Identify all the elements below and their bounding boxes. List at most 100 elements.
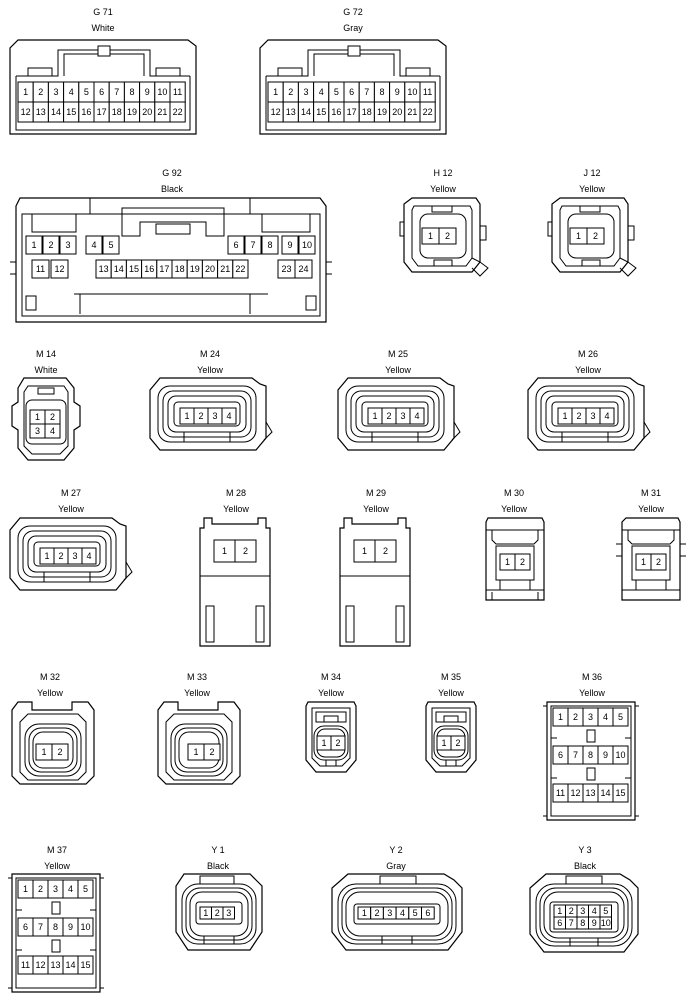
pin-number-g71-11: 11 [173,87,182,97]
pin-cell-g92-3 [59,235,77,255]
pin-number-g72-21: 21 [407,107,417,117]
pin-number-m34-2: 2 [335,738,340,748]
pin-cell-m36-15 [612,783,629,803]
connector-code-y2: Y 2 [389,845,403,855]
pin-number-g72-19: 19 [377,107,387,117]
pin-cell-g92-10 [298,235,316,255]
pin-number-m26-2: 2 [576,411,581,421]
pin-number-h12-1: 1 [428,231,433,241]
connector-code-m26: M 26 [577,349,599,359]
connector-code-y1: Y 1 [211,845,225,855]
connector-color-h12: Yellow [430,184,456,194]
pin-number-m36-15: 15 [615,788,625,798]
pin-cell-g92-22 [232,259,249,279]
pin-cell-g92-1 [25,235,43,255]
pin-number-g71-17: 17 [97,107,107,117]
pin-number-g71-10: 10 [157,87,167,97]
connector-color-m26: Yellow [575,365,601,375]
pin-number-m27-2: 2 [58,551,63,561]
connector-code-h12: H 12 [433,168,453,178]
pin-number-m27-3: 3 [72,551,77,561]
pin-number-j12-2: 2 [593,231,598,241]
connector-color-y2: Gray [386,861,406,871]
pin-number-g72-17: 17 [347,107,357,117]
pin-number-m36-1: 1 [558,712,563,722]
connector-code-m33: M 33 [186,672,208,682]
pin-number-m36-5: 5 [618,712,623,722]
pin-number-g71-16: 16 [81,107,91,117]
pin-number-m29-1: 1 [362,546,367,556]
pin-cell-j12-2 [586,227,605,245]
connector-color-m33: Yellow [184,688,210,698]
connector-code-m34: M 34 [320,672,342,682]
pin-number-g92-8: 8 [267,240,272,250]
pin-number-m34-1: 1 [321,738,326,748]
pin-number-g92-21: 21 [220,264,230,274]
pin-number-m28-2: 2 [243,546,248,556]
pin-cell-m37-5 [77,879,94,899]
connector-code-m32: M 32 [39,672,61,682]
pin-cell-m24-4 [221,407,237,425]
pin-cell-m14-4 [44,423,61,439]
pin-number-g72-8: 8 [379,87,384,97]
pin-number-y1-2: 2 [215,908,220,918]
pin-number-g71-21: 21 [157,107,167,117]
pin-cell-g92-11 [31,259,50,279]
pin-number-m14-3: 3 [35,426,40,436]
pin-cell-m37-15 [77,955,94,975]
pin-number-m36-12: 12 [570,788,580,798]
pin-cell-g71-22 [169,101,186,123]
pin-cell-g72-22 [419,101,436,123]
pin-number-m37-1: 1 [23,884,28,894]
connector-color-m36: Yellow [579,688,605,698]
pin-number-m26-3: 3 [590,411,595,421]
pin-number-m35-1: 1 [441,738,446,748]
pin-cell-m27-4 [81,547,97,565]
pin-number-g92-1: 1 [31,240,36,250]
pin-number-g71-22: 22 [173,107,183,117]
pin-number-m24-1: 1 [184,411,189,421]
pin-number-g72-9: 9 [395,87,400,97]
pin-number-g72-12: 12 [271,107,281,117]
connector-color-m27: Yellow [58,504,84,514]
pin-number-g92-23: 23 [281,264,291,274]
pin-number-g72-1: 1 [273,87,278,97]
pin-number-g72-16: 16 [331,107,341,117]
pin-number-m37-13: 13 [50,960,60,970]
connector-color-m14: White [34,365,58,375]
pin-number-g72-18: 18 [362,107,372,117]
pin-number-m30-2: 2 [520,557,525,567]
pin-number-m36-11: 11 [556,788,565,798]
pin-number-g92-5: 5 [108,240,113,250]
pin-number-g72-2: 2 [288,87,293,97]
pin-cell-m35-2 [450,735,466,751]
pin-number-g92-9: 9 [287,240,292,250]
pin-number-m27-4: 4 [86,551,91,561]
pin-number-m36-14: 14 [600,788,610,798]
pin-number-g71-8: 8 [129,87,134,97]
pin-number-g72-15: 15 [316,107,326,117]
pin-number-g71-14: 14 [51,107,61,117]
connector-code-m30: M 30 [503,488,525,498]
pin-number-m36-13: 13 [585,788,595,798]
pin-number-m14-4: 4 [50,426,55,436]
connector-color-m35: Yellow [438,688,464,698]
connector-code-m29: M 29 [365,488,387,498]
pin-number-j12-1: 1 [576,231,581,241]
pin-number-m31-2: 2 [656,557,661,567]
pin-cell-m26-4 [599,407,615,425]
connector-color-y1: Black [206,861,230,871]
connector-color-j12: Yellow [579,184,605,194]
pin-number-g72-14: 14 [301,107,311,117]
